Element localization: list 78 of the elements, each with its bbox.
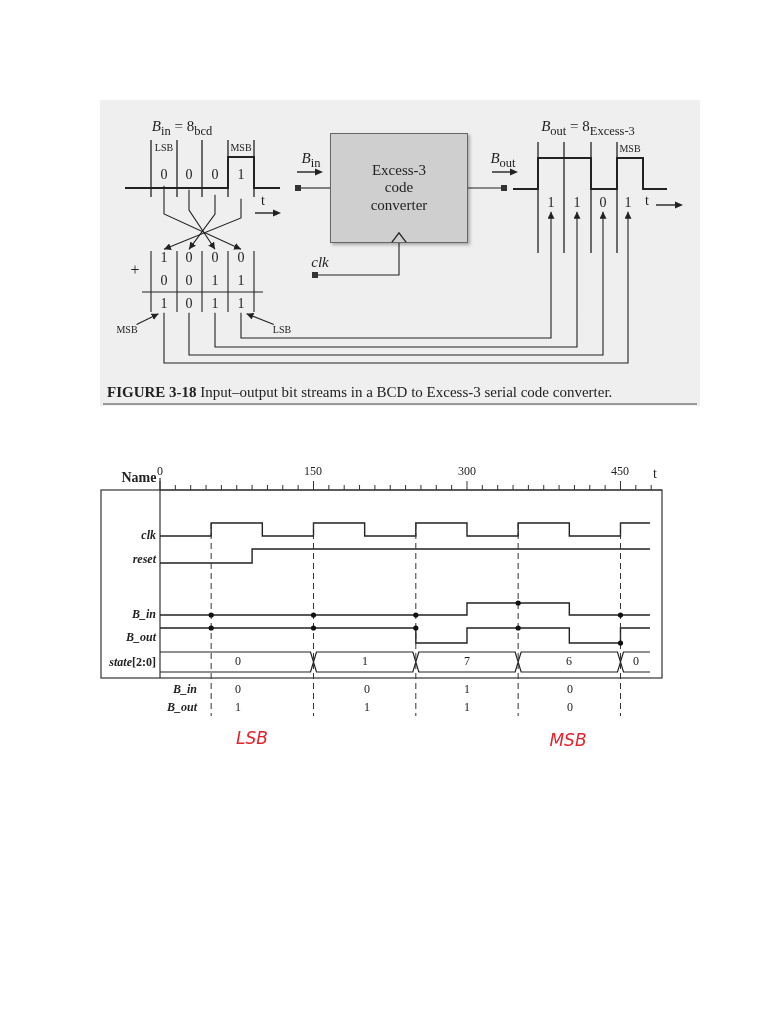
- handwritten-note: LSB: [236, 728, 268, 748]
- column-heading: Name: [121, 470, 157, 486]
- signal-name: B_out: [126, 631, 156, 645]
- table-value: 1: [235, 701, 241, 715]
- signal-label: B$_{in}$: [301, 149, 321, 171]
- bus-value: 1: [362, 655, 368, 669]
- bit-position-label: LSB: [154, 141, 174, 153]
- table-row-heading: B_out: [167, 701, 197, 715]
- stream-heading: B$_{in}$ = 8$_{bcd}$: [151, 117, 213, 139]
- sum-digit: 1: [211, 296, 219, 312]
- bit-value: 0: [160, 167, 168, 183]
- time-label: t: [653, 466, 657, 482]
- addend-digit: 0: [185, 250, 193, 266]
- bit-value: 1: [573, 195, 581, 211]
- terminal-pin: [312, 272, 318, 278]
- bit-position-label: MSB: [230, 141, 252, 153]
- signal-name: clk: [141, 529, 156, 543]
- addend-digit: 0: [211, 250, 219, 266]
- addend-digit: 1: [237, 273, 245, 289]
- bit-value: 1: [624, 195, 632, 211]
- stream-heading: B$_{out}$ = 8$_{Excess-3}$: [541, 117, 635, 139]
- figure-caption: FIGURE 3-18 Input–output bit streams in a BCD to Excess-3 serial code converter.: [107, 383, 613, 401]
- tick-label: 450: [611, 465, 629, 479]
- table-value: 0: [567, 701, 573, 715]
- terminal-pin: [501, 185, 507, 191]
- arrow: [214, 211, 581, 348]
- bit-position-label: MSB: [619, 142, 641, 154]
- block-label: Excess-3 code converter: [369, 162, 429, 214]
- tick-label: 150: [304, 465, 322, 479]
- bus-value: 6: [566, 655, 572, 669]
- table-row-heading: B_in: [173, 683, 197, 697]
- signal-label: clk: [311, 253, 329, 271]
- addend-digit: 1: [160, 250, 168, 266]
- arrow: [163, 185, 242, 250]
- leader-label: LSB: [272, 323, 292, 335]
- bit-value: 1: [547, 195, 555, 211]
- tick-label: 300: [458, 465, 476, 479]
- time-label: t: [645, 193, 649, 209]
- clock-wire: [317, 232, 407, 276]
- table-value: 0: [567, 683, 573, 697]
- handwritten-note: MSB: [549, 730, 587, 750]
- signal-name: B_in: [132, 608, 156, 622]
- bit-value: 0: [599, 195, 607, 211]
- signal-name: state[2:0]: [109, 656, 156, 670]
- sum-digit: 1: [237, 296, 245, 312]
- bit-value: 1: [237, 167, 245, 183]
- operator-label: +: [130, 261, 140, 279]
- signal-label: B$_{out}$: [490, 149, 516, 171]
- terminal-pin: [295, 185, 301, 191]
- table-value: 1: [364, 701, 370, 715]
- table-value: 1: [464, 683, 470, 697]
- converter-block: [330, 133, 468, 243]
- leader-line: [136, 313, 160, 326]
- sum-digit: 0: [185, 296, 193, 312]
- time-label: t: [261, 193, 265, 209]
- table-value: 1: [464, 701, 470, 715]
- addend-digit: 1: [211, 273, 219, 289]
- leader-label: MSB: [116, 323, 138, 335]
- addend-digit: 0: [237, 250, 245, 266]
- table-value: 0: [235, 683, 241, 697]
- addend-digit: 0: [160, 273, 168, 289]
- table-value: 0: [364, 683, 370, 697]
- arrow: [240, 211, 555, 339]
- bus-value: 7: [464, 655, 470, 669]
- tick-label: 0: [157, 465, 163, 479]
- arrow: [188, 211, 607, 356]
- signal-name: reset: [132, 553, 156, 567]
- bus-value: 0: [633, 655, 639, 669]
- signal-wire: [300, 187, 331, 189]
- signal-wire: [467, 187, 502, 189]
- sum-digit: 1: [160, 296, 168, 312]
- bit-value: 0: [211, 167, 219, 183]
- bit-value: 0: [185, 167, 193, 183]
- addend-digit: 0: [185, 273, 193, 289]
- arrow: [163, 198, 242, 250]
- leader-line: [245, 313, 275, 326]
- arrow: [163, 211, 632, 364]
- bus-value: 0: [235, 655, 241, 669]
